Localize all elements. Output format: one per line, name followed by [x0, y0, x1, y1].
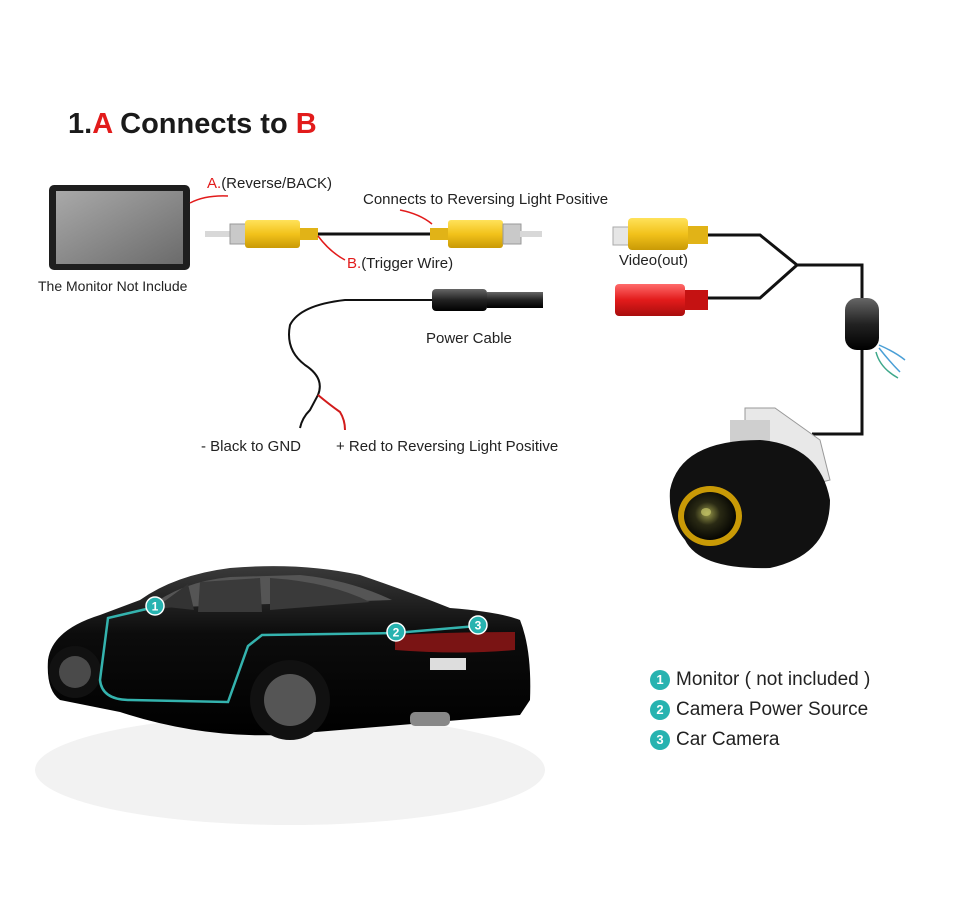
label-a: A.(Reverse/BACK)	[207, 175, 332, 192]
car-marker-3: 3	[468, 615, 488, 635]
car-marker-3-label: 3	[475, 619, 482, 633]
wiring-route	[98, 605, 478, 704]
pointer-line-a	[189, 195, 229, 204]
label-b-prefix: B.	[347, 255, 362, 272]
title-prefix: 1.	[68, 108, 93, 140]
label-reversing-light: Connects to Reversing Light Positive	[363, 191, 609, 208]
pointer-line-b	[317, 235, 346, 261]
label-b-text: (Trigger Wire)	[361, 255, 454, 272]
label-b: B.(Trigger Wire)	[347, 255, 453, 272]
legend-badge-2: 2	[650, 700, 670, 720]
label-monitor-not-include: The Monitor Not Include	[38, 278, 188, 294]
car-camera-icon	[669, 407, 831, 569]
inline-module	[845, 298, 906, 379]
car-marker-1-label: 1	[152, 600, 159, 614]
legend-badge-1: 1	[650, 670, 670, 690]
car-image	[47, 566, 531, 740]
legend-text-2: Camera Power Source	[676, 699, 869, 720]
rca-extension-cable	[205, 220, 542, 248]
monitor-icon	[49, 185, 190, 270]
legend-item-car-camera: 3 Car Camera	[650, 729, 779, 751]
video-out-connector	[612, 218, 708, 250]
legend-item-monitor: 1 Monitor ( not included )	[650, 669, 870, 691]
power-in-connector	[615, 284, 708, 316]
label-power-cable: Power Cable	[426, 330, 512, 347]
title-b: B	[295, 108, 317, 140]
label-red-positive: + Red to Reversing Light Positive	[336, 438, 559, 455]
title-middle: Connects to	[112, 108, 296, 140]
legend-text-3: Car Camera	[676, 729, 780, 750]
car-marker-1: 1	[145, 596, 165, 616]
legend-text-1: Monitor ( not included )	[676, 669, 871, 690]
label-black-gnd: - Black to GND	[201, 438, 302, 455]
label-a-prefix: A.	[207, 175, 222, 192]
legend-badge-3: 3	[650, 730, 670, 750]
car-marker-2-label: 2	[393, 626, 400, 640]
title-a: A	[92, 108, 113, 140]
legend-item-power-source: 2 Camera Power Source	[650, 699, 868, 721]
label-video-out: Video(out)	[619, 252, 688, 269]
pointer-line-reversing	[399, 209, 433, 225]
label-a-text: (Reverse/BACK)	[221, 175, 333, 192]
car-marker-2: 2	[386, 622, 406, 642]
power-cable	[288, 289, 543, 431]
diagram-title: 1.A Connects to B	[68, 108, 317, 141]
